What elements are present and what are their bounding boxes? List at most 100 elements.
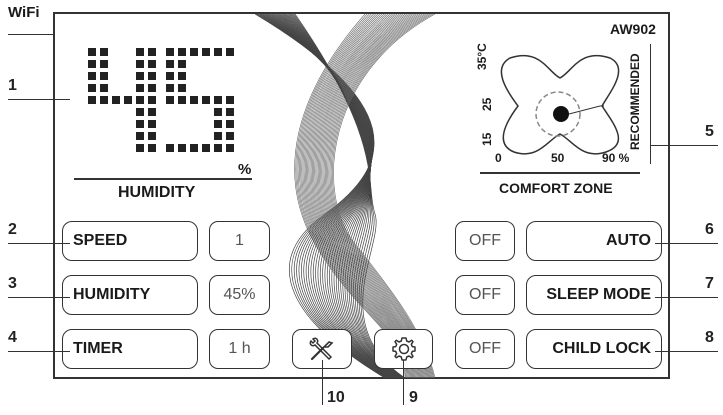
gear-icon <box>391 337 416 361</box>
wave-line <box>275 14 396 378</box>
auto-state: OFF <box>455 221 515 261</box>
digit-dot <box>148 144 156 152</box>
digit-dot <box>226 108 234 116</box>
digit-dot <box>148 120 156 128</box>
callout-1-line <box>8 99 70 100</box>
speed-value: 1 <box>209 221 270 261</box>
digit-dot <box>112 96 120 104</box>
digit-dot <box>226 48 234 56</box>
digit-dot <box>148 48 156 56</box>
wave-line <box>294 14 406 378</box>
digit-dot <box>136 120 144 128</box>
digit-dot <box>136 72 144 80</box>
digit-dot <box>214 108 222 116</box>
callout-9: 9 <box>409 389 418 406</box>
child-lock-button[interactable]: CHILD LOCK <box>526 329 662 369</box>
digit-dot <box>214 144 222 152</box>
digit-dot <box>88 96 96 104</box>
digit-dot <box>88 60 96 68</box>
wave-line <box>276 14 397 378</box>
digit-dot <box>88 48 96 56</box>
y-tick-35: 35°C <box>475 43 489 70</box>
digit-dot <box>214 48 222 56</box>
x-tick-0: 0 <box>495 151 502 165</box>
digit-dot <box>148 132 156 140</box>
digit-dot <box>100 96 108 104</box>
callout-9-line <box>403 360 404 405</box>
digit-dot <box>166 48 174 56</box>
digit-dot <box>190 96 198 104</box>
y-tick-15: 15 <box>480 132 494 146</box>
comfort-zone-chart <box>500 55 620 155</box>
digit-dot <box>178 48 186 56</box>
digit-dot <box>166 144 174 152</box>
digit-dot <box>136 96 144 104</box>
wave-line <box>270 14 394 378</box>
digit-dot <box>226 120 234 128</box>
humidity-value: 45% <box>209 275 270 315</box>
callout-10-line <box>322 360 323 405</box>
speed-button[interactable]: SPEED <box>62 221 198 261</box>
digit-dot <box>136 48 144 56</box>
model-name: AW902 <box>610 21 656 37</box>
digit-dot <box>178 60 186 68</box>
x-tick-90: 90 % <box>602 151 630 165</box>
wifi-label: WiFi <box>8 4 40 21</box>
digit-dot <box>124 96 132 104</box>
recommended-zone-ring <box>535 91 581 137</box>
wifi-underline <box>8 34 58 35</box>
humidity-label: HUMIDITY <box>73 286 151 303</box>
display-underline <box>74 178 252 180</box>
humidity-button[interactable]: HUMIDITY <box>62 275 198 315</box>
humidity-display-label: HUMIDITY <box>118 184 196 201</box>
callout-2: 2 <box>8 221 17 238</box>
auto-label: AUTO <box>605 232 651 249</box>
digit-dot <box>100 72 108 80</box>
digit-dot <box>226 96 234 104</box>
digit-dot <box>88 72 96 80</box>
callout-3: 3 <box>8 275 17 292</box>
timer-button[interactable]: TIMER <box>62 329 198 369</box>
digit-dot <box>178 144 186 152</box>
humidity-display-digits <box>88 48 234 152</box>
callout-4-line <box>8 351 70 352</box>
digit-dot <box>202 48 210 56</box>
sleep-mode-button[interactable]: SLEEP MODE <box>526 275 662 315</box>
callout-2-line <box>8 243 70 244</box>
digit-dot <box>136 60 144 68</box>
digit-dot <box>202 96 210 104</box>
digit-dot <box>178 84 186 92</box>
child-lock-label: CHILD LOCK <box>552 340 651 357</box>
comfort-zone-divider <box>650 44 651 164</box>
callout-7-line <box>655 297 718 298</box>
digit-dot <box>136 84 144 92</box>
digit-dot <box>148 60 156 68</box>
digit-dot <box>166 60 174 68</box>
digit-dot <box>148 84 156 92</box>
tools-icon <box>309 337 334 361</box>
callout-7: 7 <box>705 275 714 292</box>
child-lock-state: OFF <box>455 329 515 369</box>
digit-dot <box>100 84 108 92</box>
current-reading-dot <box>553 106 569 122</box>
comfort-zone-shape <box>500 55 620 155</box>
digit-dot <box>214 132 222 140</box>
y-tick-25: 25 <box>480 97 494 111</box>
digit-dot <box>190 48 198 56</box>
digit-dot <box>148 96 156 104</box>
digit-dot <box>148 72 156 80</box>
digit-dot <box>214 120 222 128</box>
humidity-unit: % <box>238 161 252 178</box>
comfort-zone-title: COMFORT ZONE <box>499 180 613 196</box>
digit-dot <box>202 144 210 152</box>
digit-dot <box>214 96 222 104</box>
digit-dot <box>178 96 186 104</box>
auto-button[interactable]: AUTO <box>526 221 662 261</box>
callout-8-line <box>655 351 718 352</box>
recommended-label: RECOMMENDED <box>628 53 642 150</box>
callout-8: 8 <box>705 329 714 346</box>
digit-dot <box>226 132 234 140</box>
sleep-state: OFF <box>455 275 515 315</box>
digit-dot <box>166 84 174 92</box>
wave-line <box>271 14 394 378</box>
